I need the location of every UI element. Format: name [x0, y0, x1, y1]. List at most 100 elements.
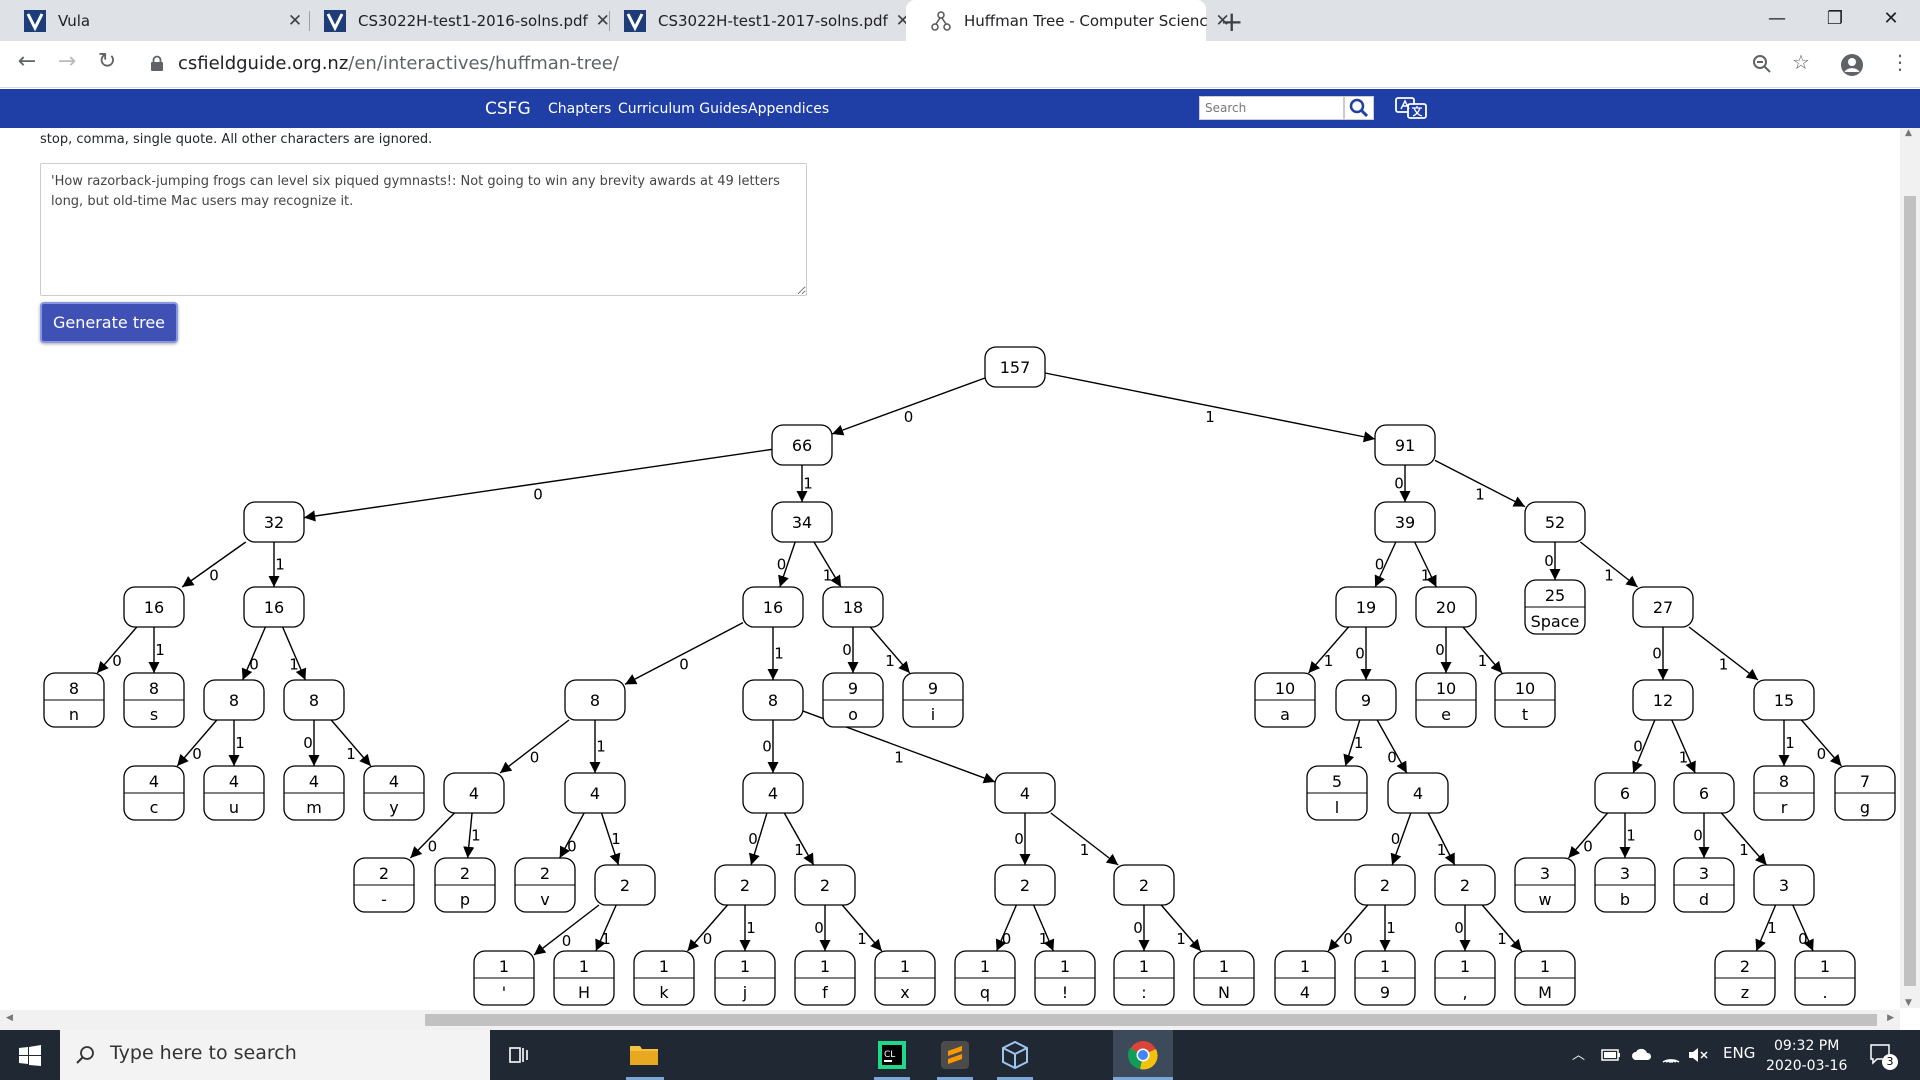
message-textarea[interactable]: 'How razorback-jumping frogs can level s… [40, 163, 807, 296]
tree-edge-label: 1 [601, 930, 611, 948]
browser-menu-icon[interactable]: ⋮ [1890, 50, 1910, 74]
horizontal-scrollbar[interactable]: ◀ ▶ [0, 1010, 1900, 1030]
scroll-down-icon[interactable]: ▼ [1905, 998, 1912, 1008]
sublime-text-icon[interactable] [940, 1040, 970, 1070]
nav-chapters-link[interactable]: Chapters [548, 101, 612, 117]
system-clock[interactable]: 09:32 PM 2020-03-16 [1766, 1036, 1847, 1076]
tree-node-count: 3 [1620, 864, 1630, 883]
new-tab-icon[interactable]: + [1220, 5, 1244, 38]
site-brand-link[interactable]: CSFG [485, 99, 531, 119]
wifi-icon[interactable] [1661, 1045, 1681, 1063]
tree-node-count: 16 [144, 598, 164, 617]
tree-edge-line [595, 904, 617, 952]
tab-pdf-2016[interactable]: CS3022H-test1-2016-solns.pdf ✕ [300, 0, 610, 41]
close-window-icon[interactable]: ✕ [1883, 8, 1899, 29]
tree-leaf-node: 1j [714, 950, 776, 1006]
horizontal-scroll-thumb[interactable] [425, 1014, 1877, 1026]
reload-icon[interactable]: ↻ [97, 49, 117, 74]
tree-node-box [994, 772, 1056, 814]
tree-edge: 0 [1544, 542, 1561, 580]
action-center-button[interactable]: 3 [1868, 1042, 1898, 1072]
tree-edge: 1 [1671, 719, 1696, 774]
scroll-up-icon[interactable]: ▲ [1905, 128, 1912, 138]
close-tab-icon[interactable]: ✕ [1215, 10, 1230, 31]
tab-vula[interactable]: Vula ✕ [0, 0, 310, 41]
tree-node-char: : [1141, 983, 1146, 1002]
site-search-button[interactable] [1344, 96, 1374, 120]
tree-edge-label: 1 [894, 749, 904, 767]
tree-edge-line [96, 626, 138, 674]
generate-tree-button[interactable]: Generate tree [40, 302, 178, 343]
file-explorer-icon[interactable] [629, 1042, 659, 1066]
tree-internal-node: 91 [1374, 424, 1436, 466]
back-icon[interactable]: ← [17, 49, 37, 74]
tree-edge-line [281, 626, 307, 681]
tree-node-count: 20 [1436, 598, 1456, 617]
tree-edge: 0 [1693, 813, 1710, 858]
forward-icon[interactable]: → [57, 49, 77, 74]
tree-edge-line [1755, 904, 1777, 952]
tree-edge: 0 [624, 622, 744, 685]
minimize-icon[interactable]: — [1768, 8, 1786, 29]
tree-edge: 0 [1652, 627, 1669, 680]
scroll-left-icon[interactable]: ◀ [6, 1013, 13, 1023]
profile-avatar-icon[interactable] [1840, 53, 1864, 77]
tree-internal-node: 66 [771, 424, 833, 466]
tree-edge-label: 1 [235, 734, 245, 752]
tree-internal-node: 12 [1632, 679, 1694, 721]
vertical-scroll-thumb[interactable] [1904, 196, 1916, 986]
nav-curriculum-guides-link[interactable]: Curriculum Guides [618, 101, 748, 117]
tray-chevron-icon[interactable]: ︿ [1572, 1048, 1586, 1063]
taskbar-search-box[interactable]: Type here to search [60, 1030, 490, 1080]
site-search-input[interactable]: Search [1199, 96, 1344, 120]
tree-edge: 1 [600, 812, 621, 866]
tree-leaf-node: 8n [43, 672, 105, 728]
tree-node-char: v [540, 890, 549, 909]
tree-internal-node: 15 [1753, 679, 1815, 721]
battery-icon[interactable] [1601, 1048, 1621, 1062]
close-tab-icon[interactable]: ✕ [595, 10, 610, 31]
clion-icon[interactable]: CL [877, 1040, 907, 1070]
tree-edge-label: 1 [1719, 656, 1729, 674]
scroll-right-icon[interactable]: ▶ [1887, 1013, 1894, 1023]
tree-edge: 0 [1800, 719, 1843, 767]
volume-muted-icon[interactable] [1688, 1046, 1708, 1064]
input-language[interactable]: ENG [1723, 1044, 1756, 1062]
tree-edge-line [1044, 372, 1376, 443]
tree-leaf-node: 10t [1494, 672, 1556, 728]
tree-node-box [564, 772, 626, 814]
tree-node-box [443, 772, 505, 814]
nav-appendices-link[interactable]: Appendices [748, 101, 830, 117]
restore-icon[interactable]: ❐ [1826, 8, 1844, 29]
tree-node-count: 32 [264, 513, 284, 532]
zoom-icon[interactable] [1752, 54, 1772, 74]
windows-start-icon[interactable] [19, 1045, 41, 1067]
tree-node-char: b [1620, 890, 1630, 909]
notification-count: 3 [1882, 1054, 1898, 1070]
tree-internal-node: 4 [443, 772, 505, 814]
onedrive-cloud-icon[interactable] [1631, 1047, 1653, 1061]
virtualbox-icon[interactable] [1000, 1040, 1030, 1070]
chrome-taskbar-button[interactable] [1113, 1030, 1173, 1080]
language-icon[interactable] [1394, 95, 1430, 121]
tree-edge: 0 [303, 448, 773, 522]
tree-leaf-node: 19 [1354, 950, 1416, 1006]
tree-edge-label: 0 [1544, 552, 1554, 570]
tree-internal-node: 157 [984, 346, 1046, 388]
task-view-icon[interactable] [508, 1045, 530, 1065]
tree-leaf-node: 8s [123, 672, 185, 728]
tree-node-char: Space [1531, 612, 1580, 631]
tab-huffman-tree[interactable]: Huffman Tree - Computer Scienc ✕ [906, 0, 1230, 41]
tree-edge: 1 [1050, 812, 1119, 866]
vertical-scrollbar[interactable]: ▲ ▼ [1900, 128, 1920, 1008]
tree-edge-line [841, 904, 883, 952]
tab-title: CS3022H-test1-2017-solns.pdf [658, 11, 888, 30]
tree-node-char: d [1699, 890, 1709, 909]
lock-icon [151, 55, 163, 71]
tree-edge-label: 1 [823, 567, 833, 585]
tree-node-count: 6 [1620, 784, 1630, 803]
close-tab-icon[interactable]: ✕ [287, 10, 303, 31]
bookmark-star-icon[interactable]: ☆ [1792, 50, 1810, 74]
tree-node-count: 4 [1020, 784, 1030, 803]
address-bar[interactable]: csfieldguide.org.nz/en/interactives/huff… [140, 44, 1900, 82]
